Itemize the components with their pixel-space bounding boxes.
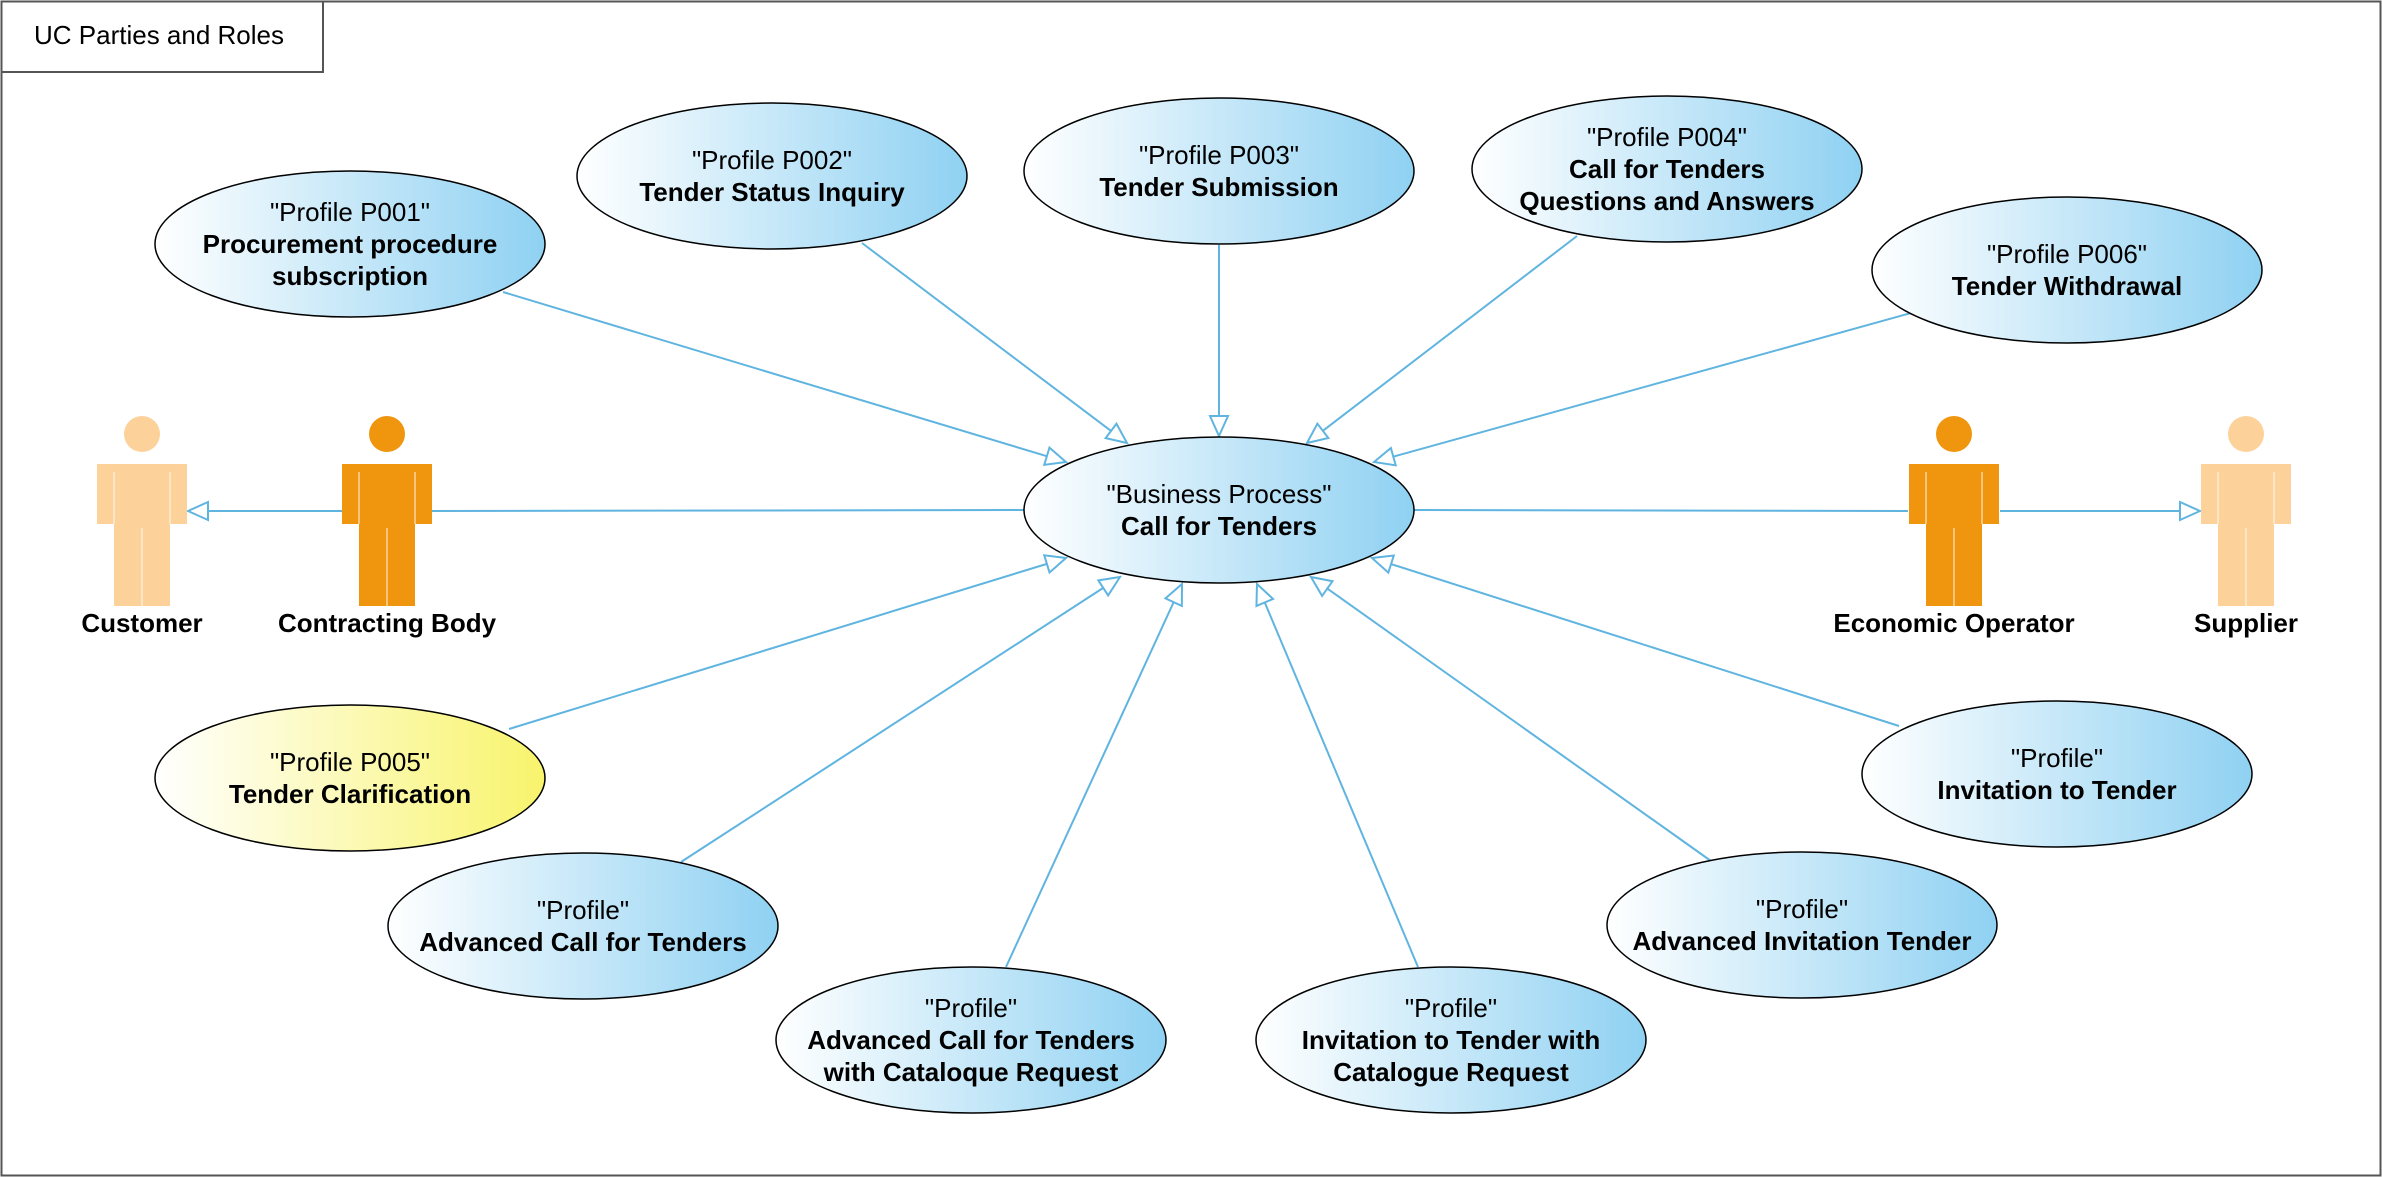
actor-icon	[2201, 416, 2291, 606]
use-case-name: Questions and Answers	[1519, 186, 1814, 216]
use-case-call-for-tenders[interactable]: "Business Process"Call for Tenders	[1023, 436, 1415, 584]
use-case-stereotype: "Profile"	[925, 993, 1017, 1023]
use-case-name: Advanced Call for Tenders	[419, 927, 747, 957]
use-case-stereotype: "Profile"	[1405, 993, 1497, 1023]
actor-icon	[97, 416, 187, 606]
actors: Customer Contracting Body Economic Operato…	[81, 416, 2298, 638]
actor-label: Economic Operator	[1833, 608, 2074, 638]
use-case-name: Advanced Invitation Tender	[1632, 926, 1971, 956]
use-case-p003-shape	[1023, 97, 1415, 245]
use-case-stereotype: "Business Process"	[1106, 479, 1331, 509]
generalization-line-adv-inv[interactable]	[1326, 587, 1712, 862]
use-case-name: Call for Tenders	[1569, 154, 1765, 184]
use-case-inv-shape	[1861, 700, 2253, 848]
use-case-name: Tender Status Inquiry	[639, 177, 905, 207]
use-case-inv-cat-shape	[1255, 966, 1647, 1114]
use-case-stereotype: "Profile P001"	[270, 197, 430, 227]
association-contracting-body-call-for-tenders[interactable]	[431, 509, 1025, 512]
use-case-name: Invitation to Tender with	[1302, 1025, 1601, 1055]
generalization-line-p002[interactable]	[861, 242, 1112, 432]
use-case-name: Tender Submission	[1099, 172, 1338, 202]
use-case-p005-shape	[154, 704, 546, 852]
use-case-inv-cat[interactable]: "Profile"Invitation to Tender withCatalo…	[1255, 966, 1647, 1114]
use-case-adv-inv[interactable]: "Profile"Advanced Invitation Tender	[1606, 851, 1998, 999]
frame-title: UC Parties and Roles	[34, 20, 284, 50]
generalization-line-p005[interactable]	[508, 562, 1048, 730]
use-case-p005[interactable]: "Profile P005"Tender Clarification	[154, 704, 546, 852]
generalization-arrowhead[interactable]	[1309, 575, 1335, 598]
use-case-stereotype: "Profile P003"	[1139, 140, 1299, 170]
use-case-stereotype: "Profile"	[1756, 894, 1848, 924]
use-case-p001-shape	[154, 170, 546, 318]
use-case-stereotype: "Profile P002"	[692, 145, 852, 175]
use-case-name: Tender Withdrawal	[1952, 271, 2182, 301]
actor-supplier[interactable]: Supplier	[2194, 416, 2298, 638]
actor-economic-operator[interactable]: Economic Operator	[1833, 416, 2075, 638]
generalization-arrowhead[interactable]	[1305, 421, 1331, 445]
use-case-name: Invitation to Tender	[1937, 775, 2176, 805]
use-case-name: Call for Tenders	[1121, 511, 1317, 541]
actor-contracting-body[interactable]: Contracting Body	[278, 416, 497, 638]
use-case-name: Tender Clarification	[229, 779, 471, 809]
generalization-line-inv[interactable]	[1390, 563, 1900, 727]
generalization-arrowhead[interactable]	[1371, 446, 1398, 467]
generalization-arrowhead[interactable]	[1042, 554, 1069, 575]
association-economic-operator-call-for-tenders[interactable]	[1413, 509, 1909, 512]
generalization-contracting-body-customer-arrowhead[interactable]	[185, 500, 209, 522]
use-case-p002-shape	[576, 102, 968, 250]
use-case-call-for-tenders-shape	[1023, 436, 1415, 584]
actor-icon	[342, 416, 432, 606]
actor-label: Supplier	[2194, 608, 2298, 638]
use-case-p004-shape	[1471, 95, 1863, 243]
generalization-line-p001[interactable]	[502, 291, 1048, 458]
use-case-p002[interactable]: "Profile P002"Tender Status Inquiry	[576, 102, 968, 250]
use-case-p006[interactable]: "Profile P006"Tender Withdrawal	[1871, 196, 2263, 344]
use-case-name: with Cataloque Request	[823, 1057, 1119, 1087]
use-case-adv-call-cat-shape	[775, 966, 1167, 1114]
actor-label: Customer	[81, 608, 202, 638]
use-case-stereotype: "Profile P005"	[270, 747, 430, 777]
actor-icon	[1909, 416, 1999, 606]
generalization-arrowhead[interactable]	[1208, 415, 1230, 439]
use-case-name: Catalogue Request	[1333, 1057, 1569, 1087]
generalization-line-adv-call[interactable]	[680, 587, 1104, 863]
use-case-stereotype: "Profile P006"	[1987, 239, 2147, 269]
use-case-name: Procurement procedure	[203, 229, 498, 259]
use-case-stereotype: "Profile P004"	[1587, 122, 1747, 152]
generalization-arrowhead[interactable]	[1103, 421, 1129, 445]
generalization-arrowhead[interactable]	[1369, 554, 1396, 575]
use-case-adv-call-shape	[387, 852, 779, 1000]
generalization-line-adv-call-cat[interactable]	[1005, 601, 1175, 968]
generalization-line-inv-cat[interactable]	[1263, 602, 1419, 968]
use-case-inv[interactable]: "Profile"Invitation to Tender	[1861, 700, 2253, 848]
use-case-p006-shape	[1871, 196, 2263, 344]
connectors	[185, 235, 2203, 968]
generalization-arrowhead[interactable]	[1042, 445, 1069, 467]
generalization-arrowhead[interactable]	[1096, 575, 1123, 598]
actor-customer[interactable]: Customer	[81, 416, 203, 638]
use-case-adv-call[interactable]: "Profile"Advanced Call for Tenders	[387, 852, 779, 1000]
generalization-line-p004[interactable]	[1322, 235, 1578, 432]
use-case-p003[interactable]: "Profile P003"Tender Submission	[1023, 97, 1415, 245]
use-case-stereotype: "Profile"	[2011, 743, 2103, 773]
use-case-p001[interactable]: "Profile P001"Procurement proceduresubsc…	[154, 170, 546, 318]
use-cases: "Business Process"Call for Tenders"Profi…	[154, 95, 2263, 1114]
use-case-name: subscription	[272, 261, 428, 291]
use-case-name: Advanced Call for Tenders	[807, 1025, 1135, 1055]
generalization-economic-operator-supplier-arrowhead[interactable]	[2179, 500, 2203, 522]
actor-label: Contracting Body	[278, 608, 497, 638]
use-case-stereotype: "Profile"	[537, 895, 629, 925]
use-case-adv-inv-shape	[1606, 851, 1998, 999]
frame-title-tab[interactable]: UC Parties and Roles	[0, 0, 324, 73]
use-case-p004[interactable]: "Profile P004"Call for TendersQuestions …	[1471, 95, 1863, 243]
generalization-line-p006[interactable]	[1393, 312, 1912, 458]
